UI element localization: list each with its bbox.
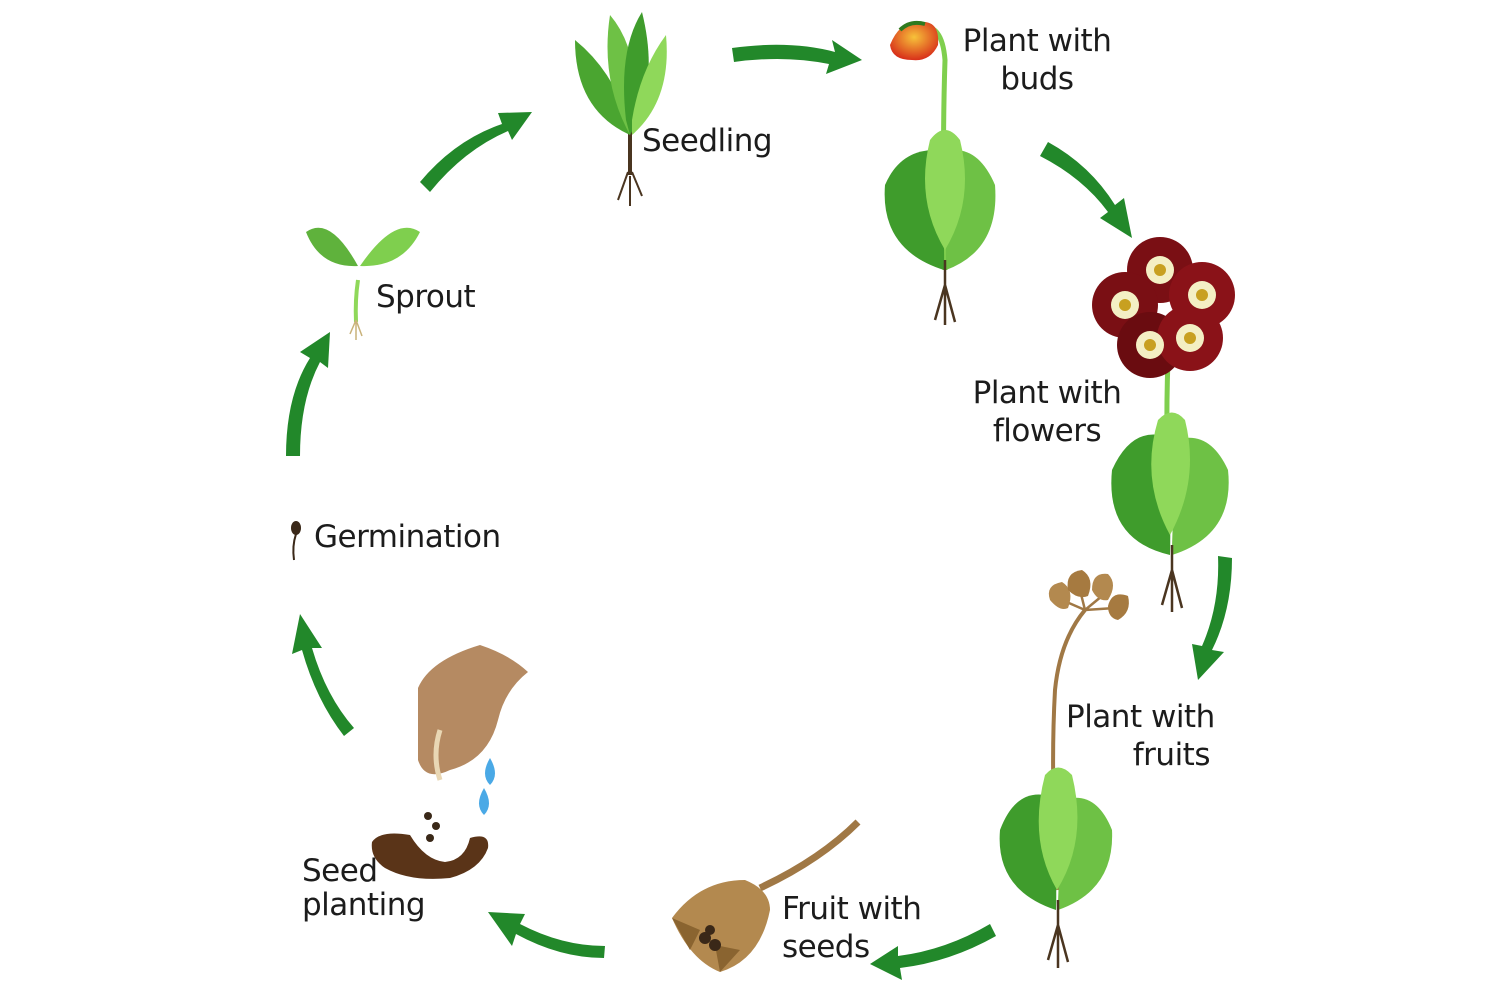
water-drop <box>479 788 489 815</box>
label-sprout: Sprout <box>376 279 476 315</box>
seed-pod <box>1048 582 1071 609</box>
label-line: seeds <box>782 929 870 965</box>
sprout-illustration <box>306 227 420 340</box>
flower-cluster <box>1092 237 1235 378</box>
arrow-fruitseeds-to-planting <box>488 912 605 958</box>
label-line: fruits <box>1132 737 1211 773</box>
label-line: planting <box>302 887 426 923</box>
plant-with-buds-illustration <box>884 20 996 325</box>
germination-seed-illustration <box>291 521 301 561</box>
plant-with-flowers-illustration <box>1092 237 1235 612</box>
label-germination: Germination <box>314 519 501 555</box>
label-plant-with-buds: Plant with buds <box>952 22 1122 98</box>
label-line: flowers <box>992 413 1102 449</box>
fruit-with-seeds-illustration <box>672 819 861 972</box>
arrow-germination-to-sprout <box>286 332 330 456</box>
cycle-arrows <box>286 40 1232 980</box>
label-plant-with-fruits: Plant with fruits <box>1066 698 1236 774</box>
label-line: Plant with <box>972 375 1122 411</box>
plant-with-fruits-illustration <box>999 570 1129 968</box>
label-plant-with-flowers: Plant with flowers <box>962 374 1132 450</box>
arrow-seedling-to-buds <box>732 40 862 74</box>
seed-planting-illustration <box>371 645 528 879</box>
arrow-fruits-to-fruitseeds <box>870 924 996 980</box>
label-line: buds <box>1000 61 1074 97</box>
label-line: Plant with <box>1066 699 1215 735</box>
seedling-illustration <box>575 12 667 206</box>
label-line: Plant with <box>962 23 1112 59</box>
arrow-sprout-to-seedling <box>420 112 532 192</box>
label-fruit-with-seeds: Fruit with seeds <box>782 890 922 966</box>
soil <box>371 833 489 879</box>
arrow-planting-to-germination <box>292 614 354 736</box>
label-line: Fruit with <box>782 891 922 927</box>
label-seed-planting: Seed planting <box>302 853 426 923</box>
hand <box>418 645 528 775</box>
water-drop <box>485 758 495 785</box>
label-seedling: Seedling <box>642 123 773 159</box>
arrow-flowers-to-fruits <box>1192 556 1232 680</box>
arrow-buds-to-flowers <box>1040 142 1132 238</box>
label-line: Seed <box>302 853 378 889</box>
